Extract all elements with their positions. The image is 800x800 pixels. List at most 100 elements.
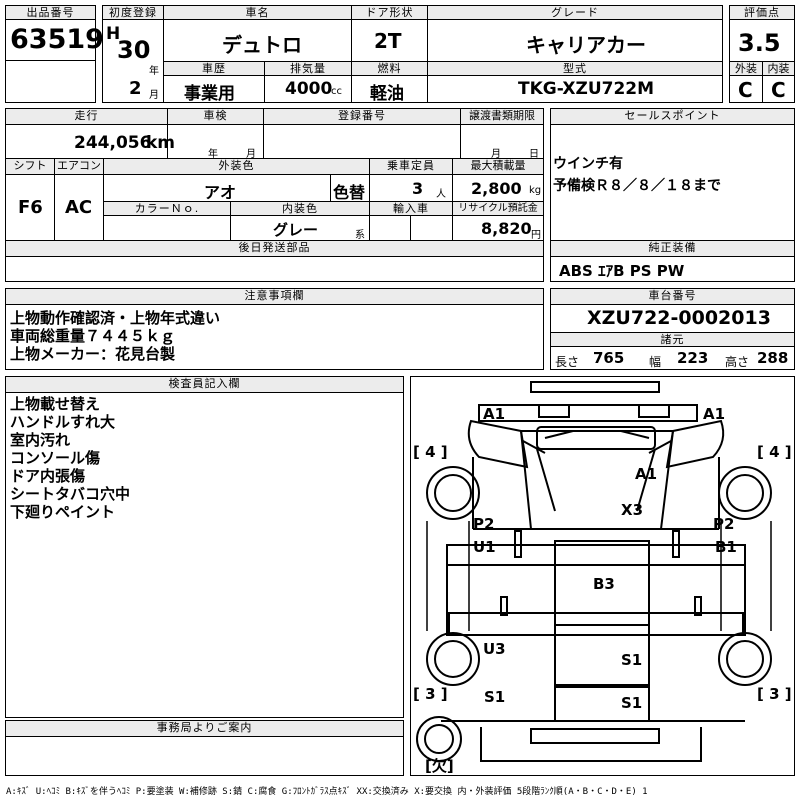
damage-mark: U3 — [483, 640, 506, 658]
mileage-box: 244,056 km — [5, 124, 175, 159]
dims-label: 諸元 — [550, 332, 795, 347]
capacity: 3 — [412, 179, 424, 198]
lot-label: 出品番号 — [5, 5, 96, 20]
transfer-month-unit: 月 — [491, 149, 501, 160]
model-box: TKG-XZU722M — [427, 75, 723, 103]
damage-mark: B1 — [715, 538, 737, 556]
ext-color: アオ — [204, 183, 237, 202]
shift-box: F6 — [5, 174, 55, 241]
aircon-box: AC — [54, 174, 104, 241]
color-no-label: カラーＮｏ. — [103, 201, 231, 216]
recycle-unit: 円 — [531, 230, 541, 241]
equipment: ABS ｴｱB PS PW — [559, 262, 685, 280]
length: 765 — [593, 349, 625, 367]
notes-box: 上物動作確認済・上物年式違い 車両総重量７４４５ｋｇ 上物メーカー：花見台製 — [5, 304, 544, 370]
damage-mark: A1 — [703, 405, 725, 423]
notes-line: 上物メーカー：花見台製 — [10, 345, 176, 363]
recycle-box: 8,820 円 — [452, 215, 544, 241]
max-load-label: 最大積載量 — [452, 158, 544, 175]
aircon: AC — [65, 197, 93, 218]
chassis-box: XZU722-0002013 — [550, 304, 795, 333]
damage-mark: X3 — [621, 501, 643, 519]
car-name-box: デュトロ — [163, 19, 352, 62]
height-label: 高さ — [725, 355, 750, 369]
inspector-line: 室内汚れ — [10, 431, 71, 449]
spare-tire-status: [欠] — [425, 757, 454, 775]
recycle: 8,820 — [481, 219, 532, 238]
inspector-line: コンソール傷 — [10, 449, 101, 467]
sales-point-label: セールスポイント — [550, 108, 795, 125]
int-color-label: 内装色 — [230, 201, 370, 216]
capacity-unit: 人 — [436, 189, 446, 200]
damage-mark: A1 — [483, 405, 505, 423]
mileage: 244,056 — [74, 133, 152, 153]
tire-depth: [ 3 ] — [757, 685, 792, 703]
damage-mark: S1 — [621, 694, 642, 712]
lot-blank — [5, 60, 96, 103]
car-name: デュトロ — [222, 33, 302, 57]
notes-lines: 上物動作確認済・上物年式違い 車両総重量７４４５ｋｇ 上物メーカー：花見台製 — [10, 309, 220, 363]
recycle-label: リサイクル預託金 — [452, 201, 544, 216]
damage-mark: S1 — [484, 688, 505, 706]
capacity-box: 3 人 — [369, 174, 453, 202]
reg-no-label: 登録番号 — [263, 108, 461, 125]
fuel-box: 軽油 — [351, 75, 428, 104]
office-box — [5, 736, 404, 776]
damage-mark: P2 — [713, 515, 734, 533]
score-label: 評価点 — [729, 5, 795, 20]
damage-mark: S1 — [621, 651, 642, 669]
office-label: 事務局よりご案内 — [5, 720, 404, 737]
damage-mark: B3 — [593, 575, 615, 593]
int-color-box: グレー 系 — [230, 215, 370, 241]
door-box: 2T — [351, 19, 428, 62]
repaint-box: 色替 — [330, 174, 370, 202]
vehicle-diagram: A1 A1 A1 X3 P2 U1 P2 B1 B3 U3 S1 S1 S1 [… — [410, 376, 795, 776]
import-label: 輸入車 — [369, 201, 453, 216]
inspector-label: 検査員記入欄 — [5, 376, 404, 393]
displacement-label: 排気量 — [264, 61, 352, 76]
tire-depth: [ 4 ] — [413, 443, 448, 461]
sales-point-box: ウインチ有 予備検Ｒ８／８／１８まで — [550, 124, 795, 255]
first-reg-box: H 30 年 2 月 — [102, 19, 164, 103]
later-parts-label: 後日発送部品 — [5, 240, 544, 257]
sales-point-line: 予備検Ｒ８／８／１８まで — [553, 178, 721, 194]
lot-box: 63519 — [5, 19, 104, 61]
door-type: 2T — [374, 29, 402, 53]
model-label: 型式 — [427, 61, 723, 76]
history: 事業用 — [184, 84, 235, 104]
chassis-number: XZU722-0002013 — [587, 307, 771, 329]
inspection-label: 車検 — [167, 108, 264, 125]
notes-line: 車両総重量７４４５ｋｇ — [10, 327, 176, 345]
int-score-label: 内装 — [762, 61, 795, 76]
car-name-label: 車名 — [163, 5, 352, 20]
max-load-unit: kg — [529, 185, 542, 196]
grade-label: グレード — [427, 5, 723, 20]
max-load-box: 2,800 kg — [452, 174, 544, 202]
transfer-label: 譲渡書類期限 — [460, 108, 544, 125]
capacity-label: 乗車定員 — [369, 158, 453, 175]
first-reg-label: 初度登録 — [102, 5, 164, 20]
first-reg-year: 30 — [117, 36, 151, 64]
max-load: 2,800 — [471, 179, 522, 198]
mileage-label: 走行 — [5, 108, 168, 125]
inspection-year-unit: 年 — [208, 149, 218, 160]
notes-line: 上物動作確認済・上物年式違い — [10, 309, 221, 327]
first-reg-month: 2 — [129, 78, 142, 99]
inspector-line: 上物載せ替え — [10, 395, 101, 413]
inspector-line: ドア内張傷 — [10, 467, 86, 485]
equipment-label: 純正装備 — [550, 240, 795, 257]
displacement-unit: cc — [331, 86, 342, 97]
length-label: 長さ — [555, 355, 580, 369]
shift-label: シフト — [5, 158, 55, 175]
height: 288 — [757, 349, 789, 367]
ext-score: C — [738, 78, 753, 102]
import-box — [369, 215, 453, 241]
aircon-label: エアコン — [54, 158, 104, 175]
int-color-unit: 系 — [355, 230, 365, 241]
int-color: グレー — [273, 221, 319, 239]
displacement: 4000 — [285, 79, 333, 99]
transfer-day-unit: 日 — [529, 149, 539, 160]
fuel-label: 燃料 — [351, 61, 428, 76]
repaint-flag: 色替 — [333, 183, 366, 202]
sales-point-line: ウインチ有 — [553, 156, 623, 172]
